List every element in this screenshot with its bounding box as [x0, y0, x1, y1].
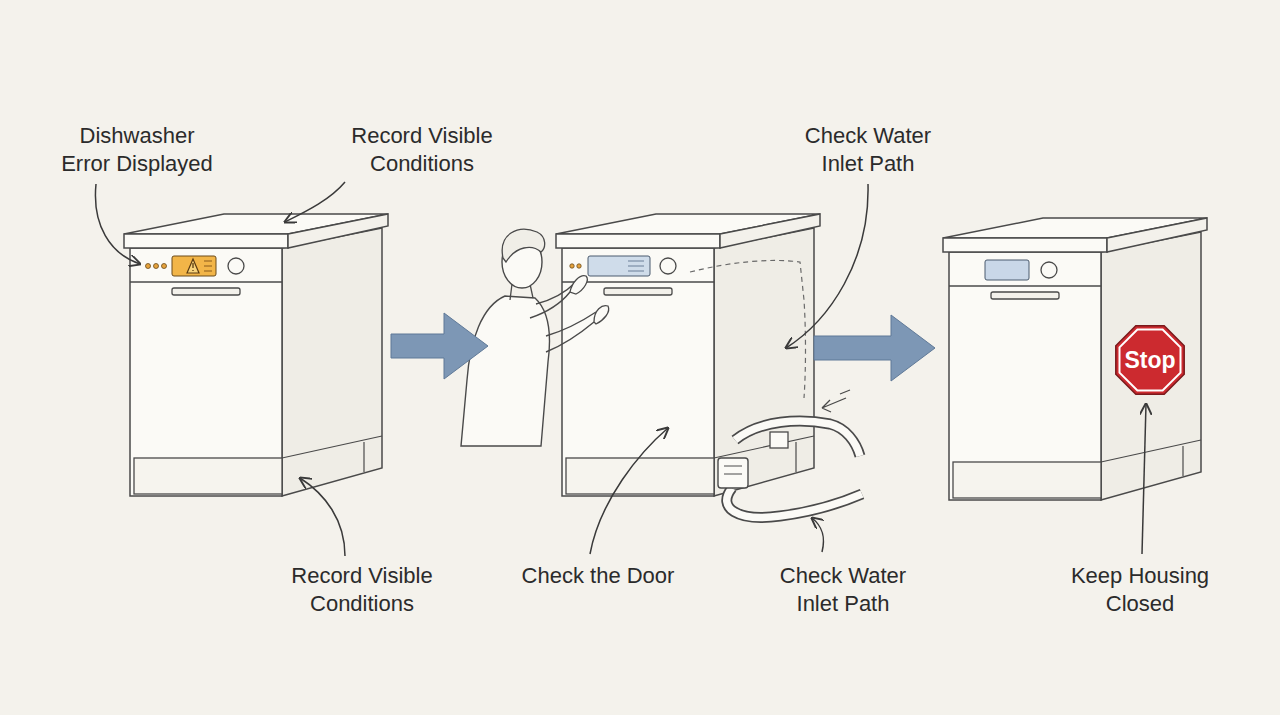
warning-symbol [187, 259, 199, 273]
control-panel [570, 256, 676, 276]
callout-label: Record Visible Conditions [277, 562, 447, 618]
flow-arrow [391, 313, 488, 379]
callout-label: Dishwasher Error Displayed [53, 122, 221, 178]
callout-label: Record Visible Conditions [337, 122, 507, 178]
leader-line [590, 428, 668, 554]
display-lines [628, 261, 644, 271]
callout-label: Keep Housing Closed [1060, 562, 1220, 618]
person-hand [594, 306, 609, 324]
hose-fitting [770, 432, 788, 448]
inlet-valve [718, 458, 748, 488]
leader-line [1142, 404, 1146, 554]
indicator-light [570, 264, 574, 268]
indicator-light [577, 264, 581, 268]
person-arm [546, 322, 594, 352]
control-knob [660, 258, 676, 274]
display [588, 256, 650, 276]
dishwasher-step: Keep Housing ClosedStop [935, 200, 1201, 500]
flow-arrow [814, 315, 935, 381]
control-panel [146, 256, 245, 276]
person-hair [502, 229, 544, 262]
stop-sign: Stop [1112, 322, 1188, 398]
person-torso [461, 296, 549, 446]
leader-line [95, 184, 140, 264]
sign-label: Stop [1112, 346, 1188, 374]
inlet-hose [735, 421, 860, 456]
dishwasher-step: Check Water Inlet PathCheck the DoorChec… [488, 196, 814, 496]
callout-label: Check Water Inlet Path [768, 562, 918, 618]
flow-connector [814, 315, 935, 381]
leader-line [300, 478, 345, 556]
drain-hose [727, 488, 862, 517]
error-display [172, 256, 216, 276]
person-figure [461, 229, 609, 446]
indicator-light [146, 264, 151, 269]
leader-line [285, 182, 345, 222]
drain-hose-outline [727, 488, 862, 517]
control-panel [985, 260, 1057, 280]
control-knob [228, 258, 244, 274]
display-lines [204, 261, 212, 271]
person-hand [570, 276, 587, 294]
callout-label: Check the Door [488, 562, 708, 590]
indicator-light [154, 264, 159, 269]
callout-label: Check Water Inlet Path [793, 122, 943, 178]
dishwasher-illustration [943, 218, 1207, 500]
flow-hint-arrow [822, 390, 850, 412]
display [985, 260, 1029, 280]
control-knob [1041, 262, 1057, 278]
leader-line [812, 518, 824, 552]
dishwasher-illustration [124, 214, 388, 496]
indicator-light [162, 264, 167, 269]
person-arm [546, 312, 596, 336]
dishwasher-step: Dishwasher Error DisplayedRecord Visible… [126, 196, 391, 496]
hidden-panel-outline [690, 260, 806, 398]
flow-connector [391, 313, 488, 379]
dishwasher-illustration [556, 214, 820, 496]
inlet-hose-outline [735, 421, 860, 456]
warning-mark [192, 263, 193, 271]
leader-line [786, 184, 868, 348]
leader-lines [95, 182, 1146, 556]
valve-detail [724, 466, 742, 474]
person-arm [530, 292, 570, 318]
